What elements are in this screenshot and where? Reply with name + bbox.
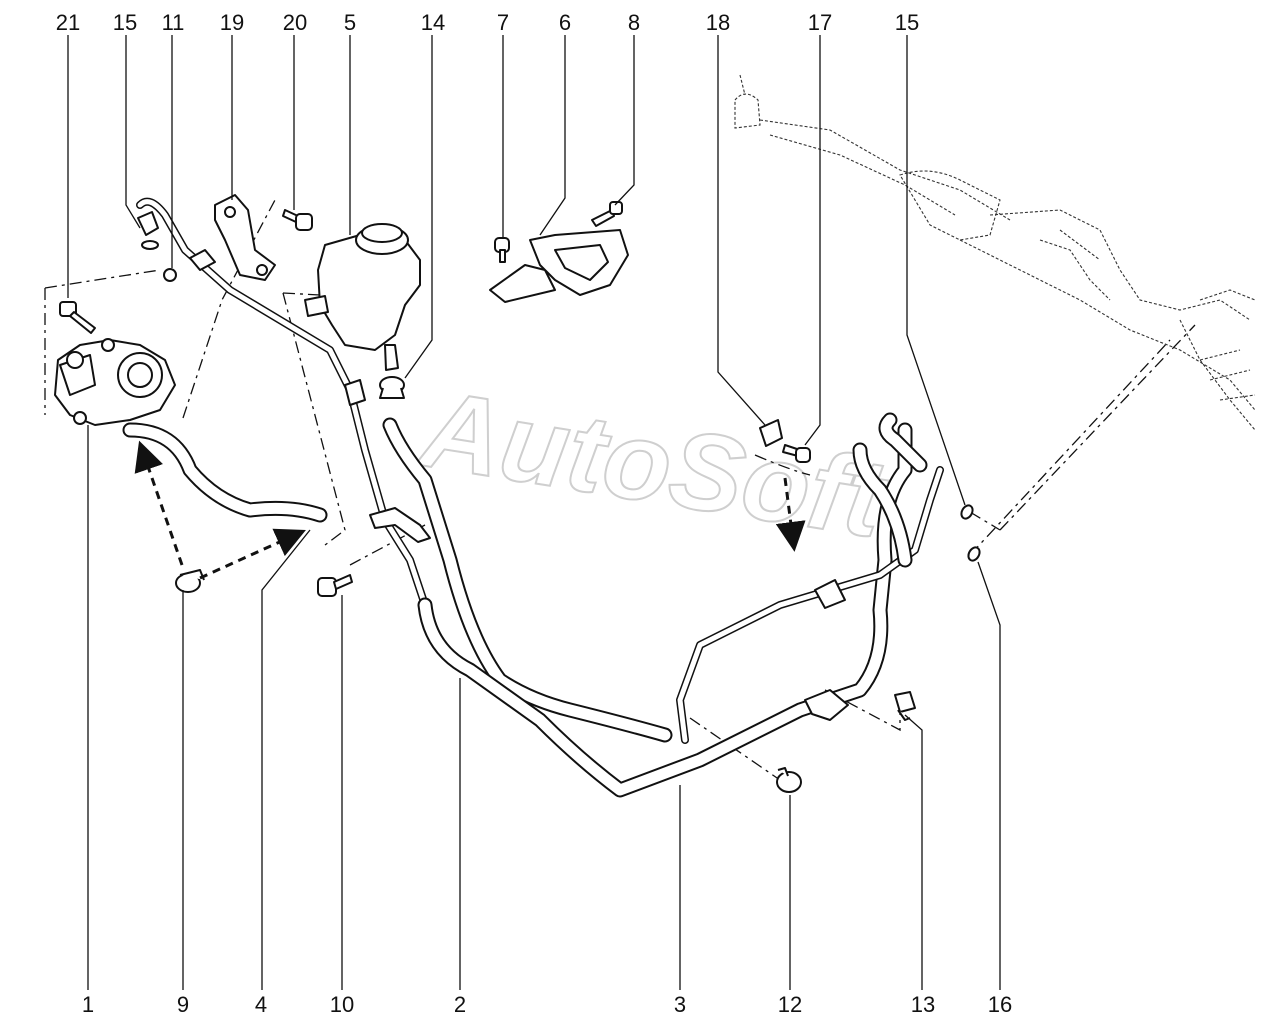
bolt-20 (282, 209, 313, 231)
callout-19: 19 (220, 10, 244, 35)
callout-21: 21 (56, 10, 80, 35)
callout-20: 20 (283, 10, 307, 35)
callout-1: 1 (82, 992, 94, 1017)
callout-11: 11 (162, 10, 185, 35)
bolt-21 (59, 301, 96, 334)
callout-13: 13 (911, 992, 935, 1017)
pipes (122, 197, 944, 798)
callout-12: 12 (778, 992, 802, 1017)
assembly-arrows (134, 440, 806, 580)
bolt-12 (776, 767, 802, 793)
pipe-clip (344, 379, 849, 721)
callouts-bottom: 1 9 4 10 2 3 12 13 16 (82, 992, 1012, 1017)
callout-5: 5 (344, 10, 356, 35)
mounting-bracket-6 (489, 229, 629, 303)
hose-clip-14 (379, 376, 405, 399)
pipe-clip-18 (759, 419, 783, 447)
callout-16: 16 (988, 992, 1012, 1017)
callout-15-right: 15 (895, 10, 919, 35)
fluid-reservoir-5 (304, 223, 421, 371)
callout-9: 9 (177, 992, 189, 1017)
union-fitting-15 (137, 211, 177, 282)
bracket-19 (189, 194, 276, 281)
o-ring-16 (967, 546, 981, 562)
callout-7: 7 (497, 10, 509, 35)
callout-8: 8 (628, 10, 640, 35)
bolt-17 (782, 444, 811, 463)
screw-8 (591, 201, 623, 227)
o-ring-15 (960, 504, 974, 520)
watermark-text: AutoSoft (411, 367, 896, 562)
screw-7 (494, 237, 510, 263)
callout-18: 18 (706, 10, 730, 35)
callout-15-left: 15 (113, 10, 137, 35)
callout-3: 3 (674, 992, 686, 1017)
callout-14: 14 (421, 10, 445, 35)
callouts-top: 21 15 11 19 20 5 14 7 6 8 18 17 15 (56, 10, 919, 35)
callout-4: 4 (255, 992, 267, 1017)
bolt-10 (317, 574, 353, 597)
power-steering-pump-1 (54, 338, 176, 426)
callout-10: 10 (330, 992, 354, 1017)
callout-6: 6 (559, 10, 571, 35)
callout-2: 2 (454, 992, 466, 1017)
steering-rack (734, 74, 1256, 431)
hose-clamp-9 (175, 569, 205, 593)
leader-lines (67, 35, 1001, 990)
callout-17: 17 (808, 10, 832, 35)
